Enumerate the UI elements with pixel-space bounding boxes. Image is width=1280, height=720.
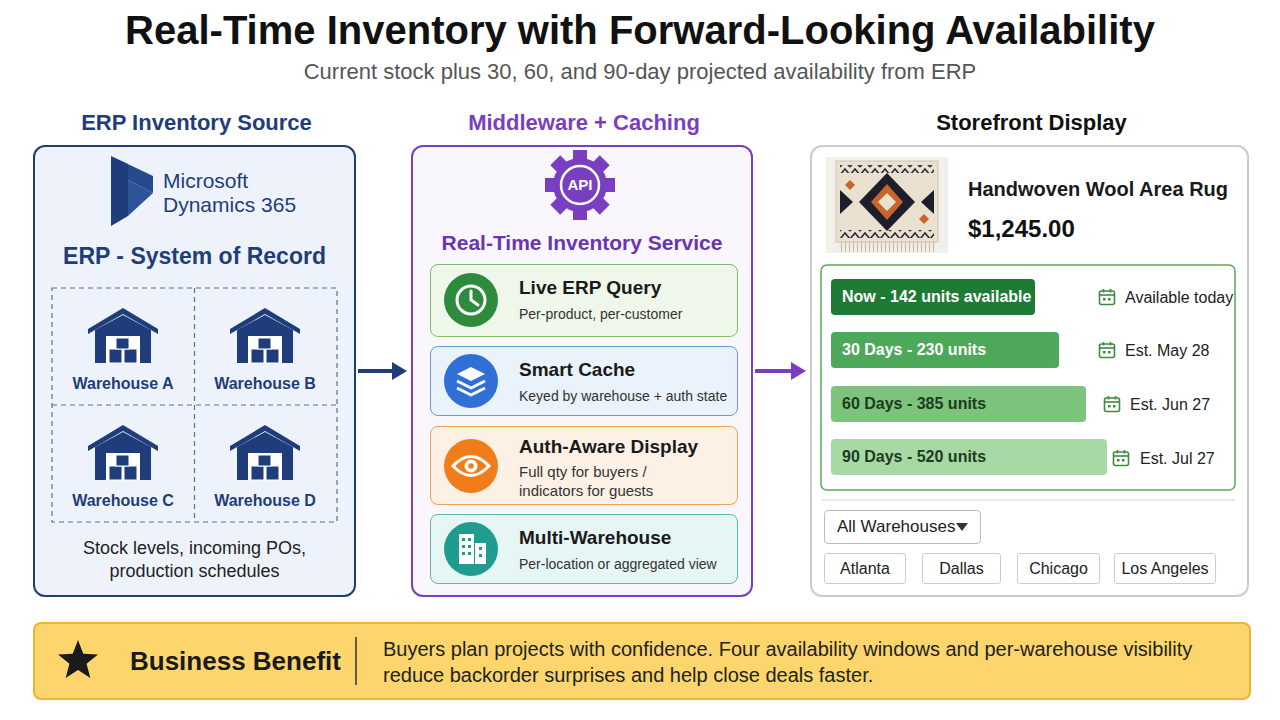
node-title: Live ERP Query [519,277,661,300]
date-label: Est. Jul 27 [1140,449,1215,468]
node-title: Warehouse A [52,374,194,393]
node-text: Handwoven Wool Area Rug [968,177,1228,201]
node-title: Business Benefit [130,646,341,677]
node-title: Multi-Warehouse [519,527,671,550]
date-label: Est. May 28 [1125,341,1209,360]
warehouse-chip: Dallas [922,553,1001,584]
diagram-caption: Current stock plus 30, 60, and 90-day pr… [0,59,1280,85]
feature-card: Live ERP QueryPer-product, per-customer [430,264,738,337]
node-title: Dallas [923,559,1000,578]
warehouse-chip: Los Angeles [1114,553,1216,584]
arrow-head [392,362,407,380]
node-title: 30 Days - 230 units [842,340,986,359]
node-title: Middleware + Caching [413,110,755,136]
storefront-panel: Now - 142 units available 30 Days - 230 u… [810,145,1249,597]
flow-arrow [358,362,407,380]
erp-panel: Warehouse AWarehouse B Warehouse CWarehou… [33,145,356,597]
node-text: Stock levels, incoming POs, production s… [53,537,336,584]
arrow-head [791,362,806,380]
benefit-band: Business Benefit Buyers plan projects wit… [33,622,1251,700]
node-text: Microsoft Dynamics 365 [163,169,313,217]
node-title: Smart Cache [519,359,635,382]
availability-bar: 60 Days - 385 units [831,386,1086,422]
node-title: Warehouse B [194,374,336,393]
node-title: Auth-Aware Display [519,436,698,459]
node-title: Now - 142 units available [842,287,1031,306]
connector-line [755,369,793,373]
warehouse-dropdown: All Warehouses [824,510,981,544]
node-text: $1,245.00 [968,215,1075,244]
feature-card: Smart CacheKeyed by warehouse + auth sta… [430,346,738,416]
node-title: Chicago [1018,559,1099,578]
availability-bar: 90 Days - 520 units [831,439,1107,475]
warehouse-cell: Warehouse A [52,288,194,405]
node-text: Buyers plan projects with confidence. Fo… [383,636,1238,688]
warehouse-chip: Atlanta [824,553,906,584]
node-text: Real-Time Inventory Service [413,230,751,255]
flow-arrow [755,362,806,380]
availability-bar: 30 Days - 230 units [831,332,1059,368]
node-title: Los Angeles [1115,559,1215,578]
node-title: Warehouse D [194,491,336,510]
node-text: API [550,176,610,194]
connector-line [358,369,394,373]
node-title: ERP Inventory Source [35,110,358,136]
availability-bar: Now - 142 units available [831,279,1035,315]
node-title: 60 Days - 385 units [842,394,986,413]
date-label: Est. Jun 27 [1130,395,1210,414]
node-text: ERP - System of Record [35,243,354,271]
feature-card: Auth-Aware DisplayFull qty for buyers / … [430,426,738,505]
node-title: Atlanta [825,559,905,578]
date-label: Available today [1125,288,1233,307]
warehouse-cell: Warehouse C [52,405,194,522]
node-text: Per-product, per-customer [519,306,682,323]
middleware-panel: Live ERP QueryPer-product, per-customerS… [411,145,753,597]
diagram-title: Real-Time Inventory with Forward-Looking… [0,6,1280,54]
node-title: Warehouse C [52,491,194,510]
node-title: Storefront Display [812,110,1251,136]
node-text: Per-location or aggregated view [519,556,717,573]
node-text: Keyed by warehouse + auth state [519,388,727,405]
node-title: 90 Days - 520 units [842,447,986,466]
warehouse-chip: Chicago [1017,553,1100,584]
node-title: All Warehouses [837,517,955,537]
warehouse-cell: Warehouse D [194,405,336,522]
node-text: Full qty for buyers / indicators for gue… [519,463,709,501]
feature-card: Multi-WarehousePer-location or aggregate… [430,514,738,584]
warehouse-cell: Warehouse B [194,288,336,405]
